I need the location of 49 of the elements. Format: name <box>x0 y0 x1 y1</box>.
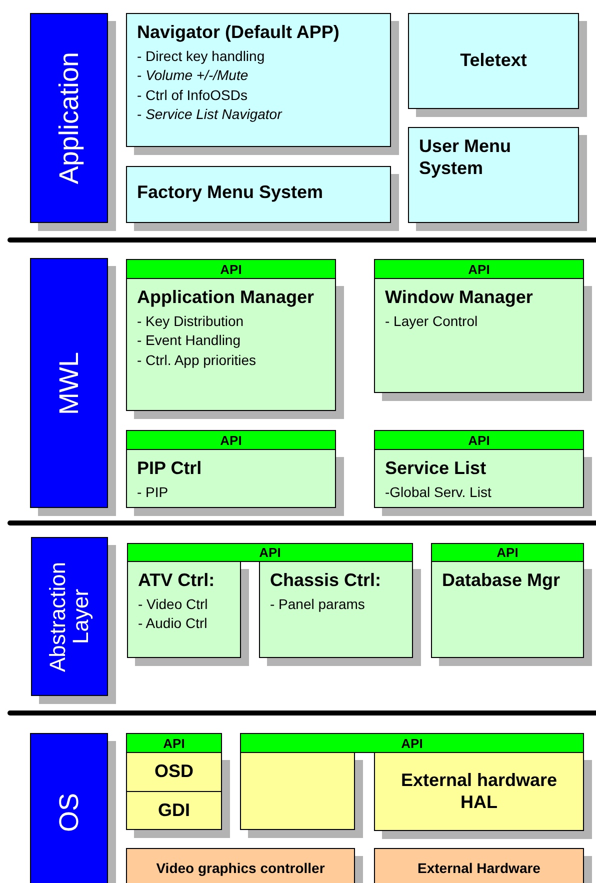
list-item: - Service List Navigator <box>137 105 284 124</box>
api-label: API <box>259 545 281 560</box>
list-item: - Key Distribution <box>137 312 245 331</box>
api-bar <box>431 543 584 562</box>
api-label: API <box>401 736 423 750</box>
api-label: API <box>220 262 242 276</box>
api-bar <box>126 733 222 753</box>
api-bar <box>126 259 336 279</box>
box-title: Database Mgr <box>442 570 562 592</box>
api-label: API <box>468 432 490 448</box>
box-title: PIP Ctrl <box>137 458 203 480</box>
api-bar <box>374 430 584 450</box>
api-label: API <box>468 262 490 276</box>
layer-label: Abstraction Layer <box>46 560 93 674</box>
box-title: Factory Menu System <box>137 182 324 204</box>
box-title: Chassis Ctrl: <box>270 570 382 592</box>
api-label: API <box>220 432 242 448</box>
list-item: - Audio Ctrl <box>138 614 208 634</box>
box-title: Application Manager <box>137 287 316 309</box>
layer-label: Application <box>54 52 84 184</box>
box-title: Window Manager <box>385 287 534 309</box>
box-title: Service List <box>385 458 488 480</box>
list-item: - Event Handling <box>137 331 242 350</box>
layer-label: MWL <box>54 352 84 414</box>
box-title: GDI <box>158 800 190 822</box>
box-title: Teletext <box>460 50 527 72</box>
api-bar <box>240 733 584 753</box>
api-bar <box>126 430 336 450</box>
box-title: Video graphics controller <box>156 860 325 876</box>
api-label: API <box>163 736 185 750</box>
api-label: API <box>496 545 518 560</box>
list-item: - Direct key handling <box>137 46 266 66</box>
list-item: - Layer Control <box>385 312 479 331</box>
box-title: OSD <box>154 761 194 783</box>
box-title: ATV Ctrl: <box>138 570 216 592</box>
list-item: - Volume +/-/Mute <box>137 66 250 86</box>
list-item: - PIP <box>137 482 170 502</box>
box-title: External hardware HAL <box>400 770 558 814</box>
box-title: External Hardware <box>418 860 540 876</box>
layer-label: OS <box>54 793 84 832</box>
list-item: - Panel params <box>270 594 366 614</box>
api-bar <box>127 543 413 562</box>
list-item: - Video Ctrl <box>138 594 209 614</box>
list-item: - Ctrl of InfoOSDs <box>137 86 248 105</box>
list-item: -Global Serv. List <box>385 482 492 502</box>
api-bar <box>374 259 584 279</box>
box-title: Navigator (Default APP) <box>137 22 340 44</box>
box-title: User Menu System <box>419 136 512 180</box>
list-item: - Ctrl. App priorities <box>137 350 258 370</box>
